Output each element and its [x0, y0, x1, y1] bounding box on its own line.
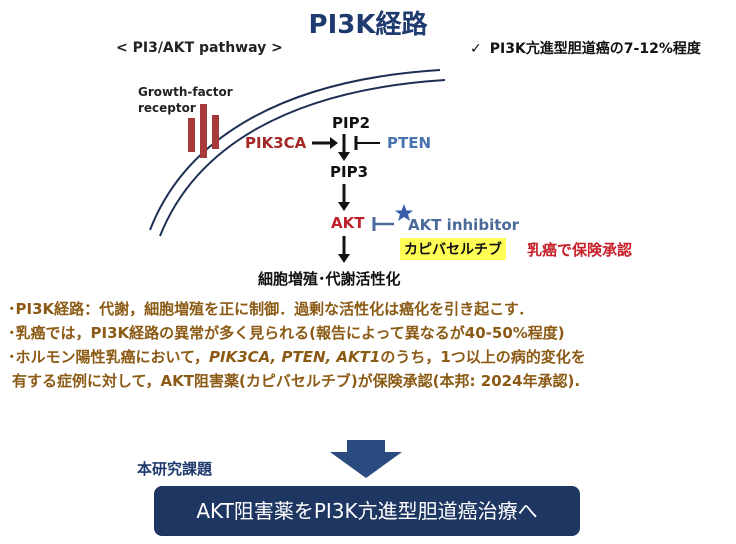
research-theme-label: 本研究課題 — [137, 460, 213, 478]
prevalence-note: ✓ PI3K亢進型胆道癌の7-12%程度 — [470, 38, 701, 58]
pip2-label: PIP2 — [332, 114, 371, 132]
pik3ca-arrowhead — [330, 137, 338, 149]
check-icon: ✓ — [470, 41, 482, 57]
pip3-label: PIP3 — [330, 163, 369, 181]
pathway-subtitle: < PI3/AKT pathway > — [116, 40, 283, 56]
gene-list: PIK3CA, PTEN, AKT1 — [209, 348, 381, 366]
outcome-label: 細胞増殖･代謝活性化 — [258, 270, 401, 288]
bullet-2: ･乳癌では，PI3K経路の異常が多く見られる(報告によって異なるが40-50%程… — [8, 324, 565, 342]
akt-outcome-arrowhead — [338, 254, 350, 263]
akt-label: AKT — [331, 214, 365, 232]
capivasertib-label: カピバセルチブ — [400, 238, 506, 260]
pik3ca-label: PIK3CA — [245, 134, 307, 152]
star-icon — [395, 204, 413, 221]
pten-label: PTEN — [387, 134, 432, 152]
cell-membrane-outer — [149, 69, 441, 231]
bullet-1: ･PI3K経路：代謝，細胞増殖を正に制御．過剰な活性化は癌化を引き起こす． — [8, 300, 534, 318]
bullet-list: ･PI3K経路：代謝，細胞増殖を正に制御．過剰な活性化は癌化を引き起こす． ･乳… — [8, 298, 730, 394]
pip2-pip3-arrowhead — [338, 152, 350, 161]
receptor-label-line1: Growth-factor — [138, 85, 233, 99]
receptor-bar-3 — [212, 115, 219, 149]
down-arrow-icon — [330, 440, 402, 478]
page-title: PI3K経路 — [308, 10, 428, 40]
research-theme-box: AKT阻害薬をPI3K亢進型胆道癌治療へ — [154, 486, 580, 536]
bullet-3: ･ホルモン陽性乳癌において，PIK3CA, PTEN, AKT1のうち，1つ以上… — [8, 348, 586, 366]
receptor-label-line2: receptor — [138, 101, 196, 115]
receptor-label: Growth-factor receptor — [138, 84, 233, 116]
receptor-bar-2 — [200, 104, 207, 158]
bullet-3-continued: 有する症例に対して，AKT阻害薬(カピバセルチブ)が保険承認(本邦: 2024年… — [12, 372, 581, 390]
cell-membrane-inner — [159, 79, 446, 237]
breast-approval-label: 乳癌で保険承認 — [527, 241, 633, 259]
prevalence-text: PI3K亢進型胆道癌の7-12%程度 — [489, 41, 701, 57]
akt-inhibitor-label: AKT inhibitor — [408, 216, 520, 234]
pip3-akt-arrowhead — [338, 202, 350, 211]
receptor-bar-1 — [188, 118, 195, 152]
